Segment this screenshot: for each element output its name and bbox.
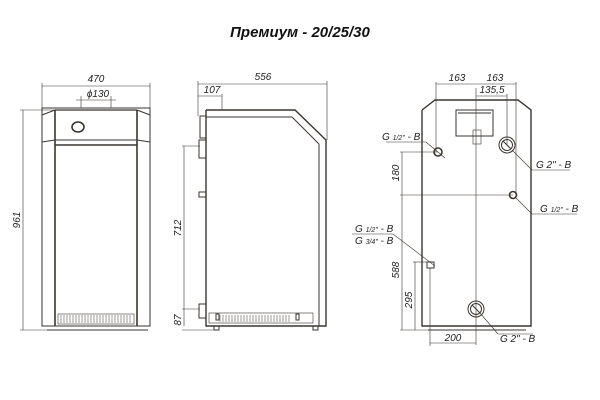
conn-mid-right-label: G 1/2" - B [540, 204, 579, 215]
front-width-label: 470 [88, 74, 105, 85]
rear-left-offset-label: 163 [449, 73, 466, 84]
drawing-title: Премиум - 20/25/30 [230, 24, 370, 41]
front-view [20, 83, 151, 331]
front-height-label: 961 [12, 212, 23, 229]
side-view [182, 81, 328, 331]
side-bottom-offset-label: 87 [173, 314, 184, 326]
rear-right-offset-label: 163 [487, 73, 504, 84]
side-flue-offset-label: 107 [204, 85, 221, 96]
conn-top-right-label: G 2" - B [536, 160, 572, 171]
side-depth-label: 556 [255, 72, 272, 83]
rear-vertical-spacing-label: 180 [391, 164, 402, 181]
rear-flue-offset-label: 135,5 [479, 85, 504, 96]
conn-left-1-label: G 1/2" - B [355, 224, 394, 235]
side-connection-height-label: 712 [173, 219, 184, 236]
conn-left-2-label: G 3/4" - B [355, 236, 394, 247]
flue-diameter-label: ϕ130 [87, 89, 110, 100]
rear-height-lower-label: 295 [404, 291, 415, 309]
rear-bottom-offset-label: 200 [444, 333, 462, 344]
rear-height-upper-label: 588 [391, 261, 402, 278]
conn-top-left-label: G 1/2" - B [382, 132, 421, 143]
rear-view [352, 82, 577, 346]
conn-bottom-label: G 2" - B [500, 334, 536, 345]
